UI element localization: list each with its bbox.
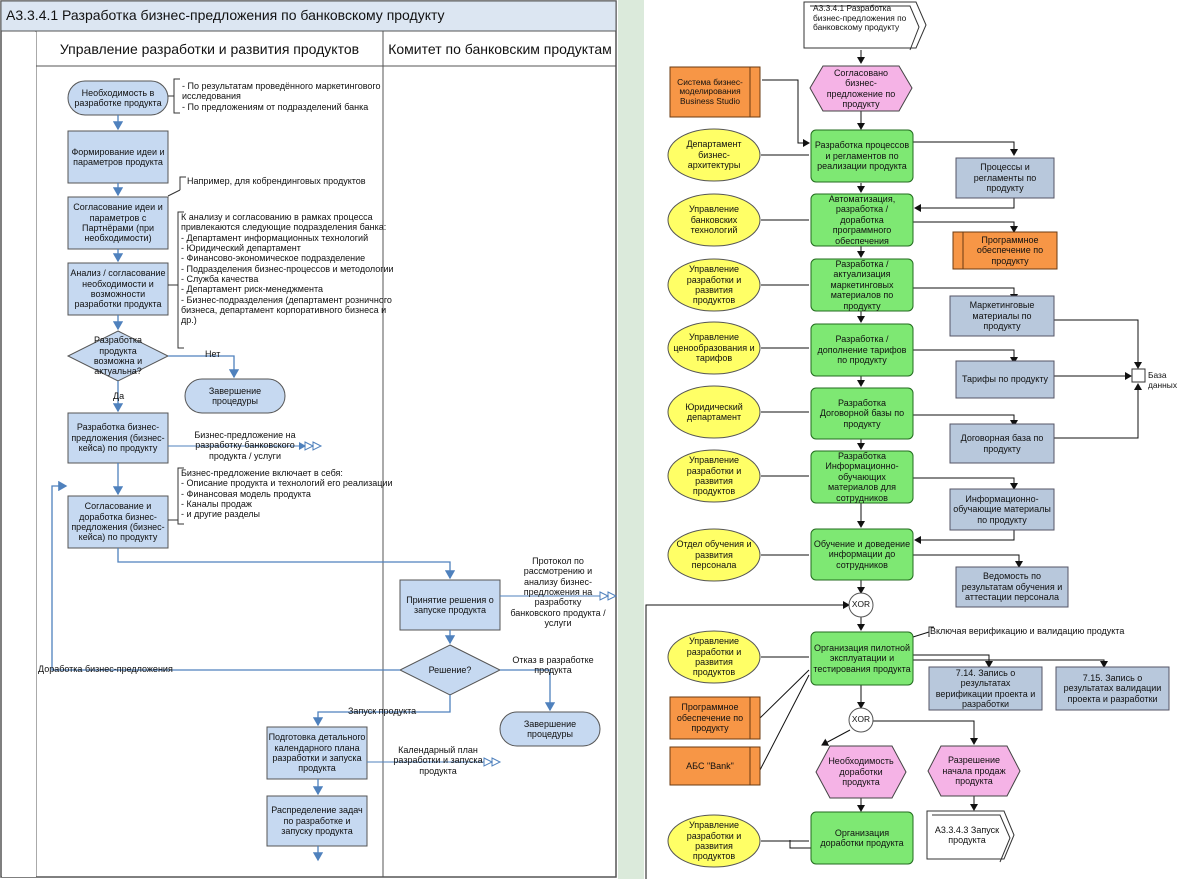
- org-training: Отдел обучения и развития персонала: [676, 539, 752, 571]
- org-architecture: Департамент бизнес-архитектуры: [686, 139, 742, 171]
- lane-header-products: Управление разработки и развития продукт…: [59, 40, 360, 57]
- launch-label: Запуск продукта: [348, 706, 417, 716]
- step-calendar-plan[interactable]: Подготовка детального календарного плана…: [268, 732, 366, 774]
- decision-possible[interactable]: Разработка продукта возможна и актуальна…: [93, 335, 143, 377]
- business-studio-system: Система бизнес-моделирования Business St…: [677, 76, 743, 106]
- database-label: База данных: [1148, 370, 1178, 390]
- pilot-note: Включая верификацию и валидацию продукта: [930, 626, 1125, 636]
- func-contracts[interactable]: Разработка Договорной базы по продукту: [819, 397, 905, 429]
- org-products-4: Управление разработки и развития продукт…: [686, 820, 742, 862]
- org-products-2: Управление разработки и развития продукт…: [686, 455, 742, 497]
- yes-label: Да: [113, 391, 125, 401]
- rework-label: Доработка бизнес-предложения: [38, 664, 173, 674]
- func-staff-training[interactable]: Обучение и доведение информации до сотру…: [813, 538, 911, 570]
- func-marketing[interactable]: Разработка / актуализация маркетинговых …: [830, 259, 894, 311]
- step-distribute-tasks[interactable]: Распределение задач по разработке и запу…: [271, 805, 363, 837]
- diagram-title: А3.3.4.1 Разработка бизнес-предложения п…: [6, 7, 445, 23]
- xor-gate-1: XOR: [851, 599, 871, 610]
- org-products-3: Управление разработки и развития продукт…: [686, 636, 742, 678]
- start-event[interactable]: Необходимость в разработке продукта: [74, 87, 162, 108]
- note-partners: Например, для кобрендинговых продуктов: [187, 176, 366, 186]
- left-diagram-graphics: [0, 0, 618, 878]
- lane-header-committee: Комитет по банковским продуктам: [388, 40, 612, 57]
- abs-bank-system: АБС "Bank": [686, 760, 734, 771]
- software-input: Программное обеспечение по продукту: [676, 702, 744, 734]
- event-offer-approved: Согласовано бизнес-предложение по продук…: [826, 67, 896, 109]
- step-partners[interactable]: Согласование идеи и параметров с Партнёр…: [73, 202, 163, 244]
- doc-verification: 7.14. Запись о результатах верификации п…: [935, 667, 1036, 709]
- func-training-materials[interactable]: Разработка Информационно-обучающих матер…: [825, 451, 899, 503]
- output-plan: Календарный план разработки и запуска пр…: [393, 745, 483, 776]
- end-event-2[interactable]: Завершение процедуры: [523, 718, 577, 739]
- doc-training-results: Ведомость по результатам обучения и атте…: [961, 571, 1063, 603]
- func-pilot[interactable]: Организация пилотной эксплуатации и тест…: [813, 642, 911, 674]
- no-label: Нет: [205, 349, 221, 359]
- event-needs-rework: Необходимость доработки продукта: [828, 756, 894, 788]
- func-tariffs[interactable]: Разработка / дополнение тарифов по проду…: [817, 334, 907, 366]
- divider-strip: [618, 0, 644, 879]
- step-approve-case[interactable]: Согласование и доработка бизнес-предложе…: [71, 501, 165, 543]
- xor-gate-2: XOR: [851, 714, 871, 725]
- reject-label: Отказ в разработке продукта: [512, 655, 594, 676]
- doc-validation: 7.15. Запись о результатах валидации про…: [1063, 672, 1162, 704]
- func-processes[interactable]: Разработка процессов и регламентов по ре…: [814, 140, 910, 172]
- decision-launch[interactable]: Решение?: [428, 664, 472, 675]
- org-bank-tech: Управление банковских технологий: [688, 204, 740, 236]
- step-form-idea[interactable]: Формирование идеи и параметров продукта: [71, 146, 165, 167]
- func-automation[interactable]: Автоматизация, разработка / доработка пр…: [828, 194, 896, 246]
- step-decide-launch[interactable]: Принятие решения о запуске продукта: [406, 594, 494, 615]
- output-offer: Бизнес-предложение на разработку банковс…: [194, 430, 296, 461]
- org-legal: Юридический департамент: [685, 401, 743, 422]
- end-event-1[interactable]: Завершение процедуры: [208, 385, 262, 406]
- doc-contracts: Договорная база по продукту: [960, 433, 1044, 454]
- note-offer: Бизнес-предложение включает в себя: - Оп…: [181, 468, 393, 520]
- step-analysis[interactable]: Анализ / согласование необходимости и во…: [70, 268, 166, 310]
- event-sales-allowed: Разрешение начала продаж продукта: [942, 755, 1006, 787]
- right-diagram-graphics: [645, 1, 1170, 879]
- output-protocol: Протокол по рассмотрению и анализу бизне…: [510, 556, 606, 629]
- doc-processes: Процессы и регламенты по продукту: [973, 162, 1037, 194]
- doc-training-materials: Информационно-обучающие материалы по про…: [953, 493, 1051, 525]
- process-diagram-right: А3.3.4.1 Разработка бизнес-предложения п…: [644, 0, 1182, 879]
- process-diagram-left: А3.3.4.1 Разработка бизнес-предложения п…: [0, 0, 618, 879]
- org-products-1: Управление разработки и развития продукт…: [686, 264, 742, 306]
- next-process-ref[interactable]: А3.3.4.3 Запуск продукта: [934, 824, 1000, 845]
- note-analysis: К анализу и согласованию в рамках процес…: [181, 212, 394, 326]
- software-output: Программное обеспечение по продукту: [976, 234, 1044, 266]
- top-process-ref[interactable]: А3.3.4.1 Разработка бизнес-предложения п…: [813, 3, 907, 33]
- func-rework[interactable]: Организация доработки продукта: [820, 827, 904, 848]
- step-business-case[interactable]: Разработка бизнес-предложения (бизнес-ке…: [71, 422, 165, 454]
- start-note: - По результатам проведённого маркетинго…: [182, 81, 381, 112]
- doc-tariffs: Тарифы по продукту: [961, 374, 1049, 385]
- doc-marketing: Маркетинговые материалы по продукту: [969, 300, 1035, 332]
- org-pricing: Управление ценообразования и тарифов: [673, 332, 755, 364]
